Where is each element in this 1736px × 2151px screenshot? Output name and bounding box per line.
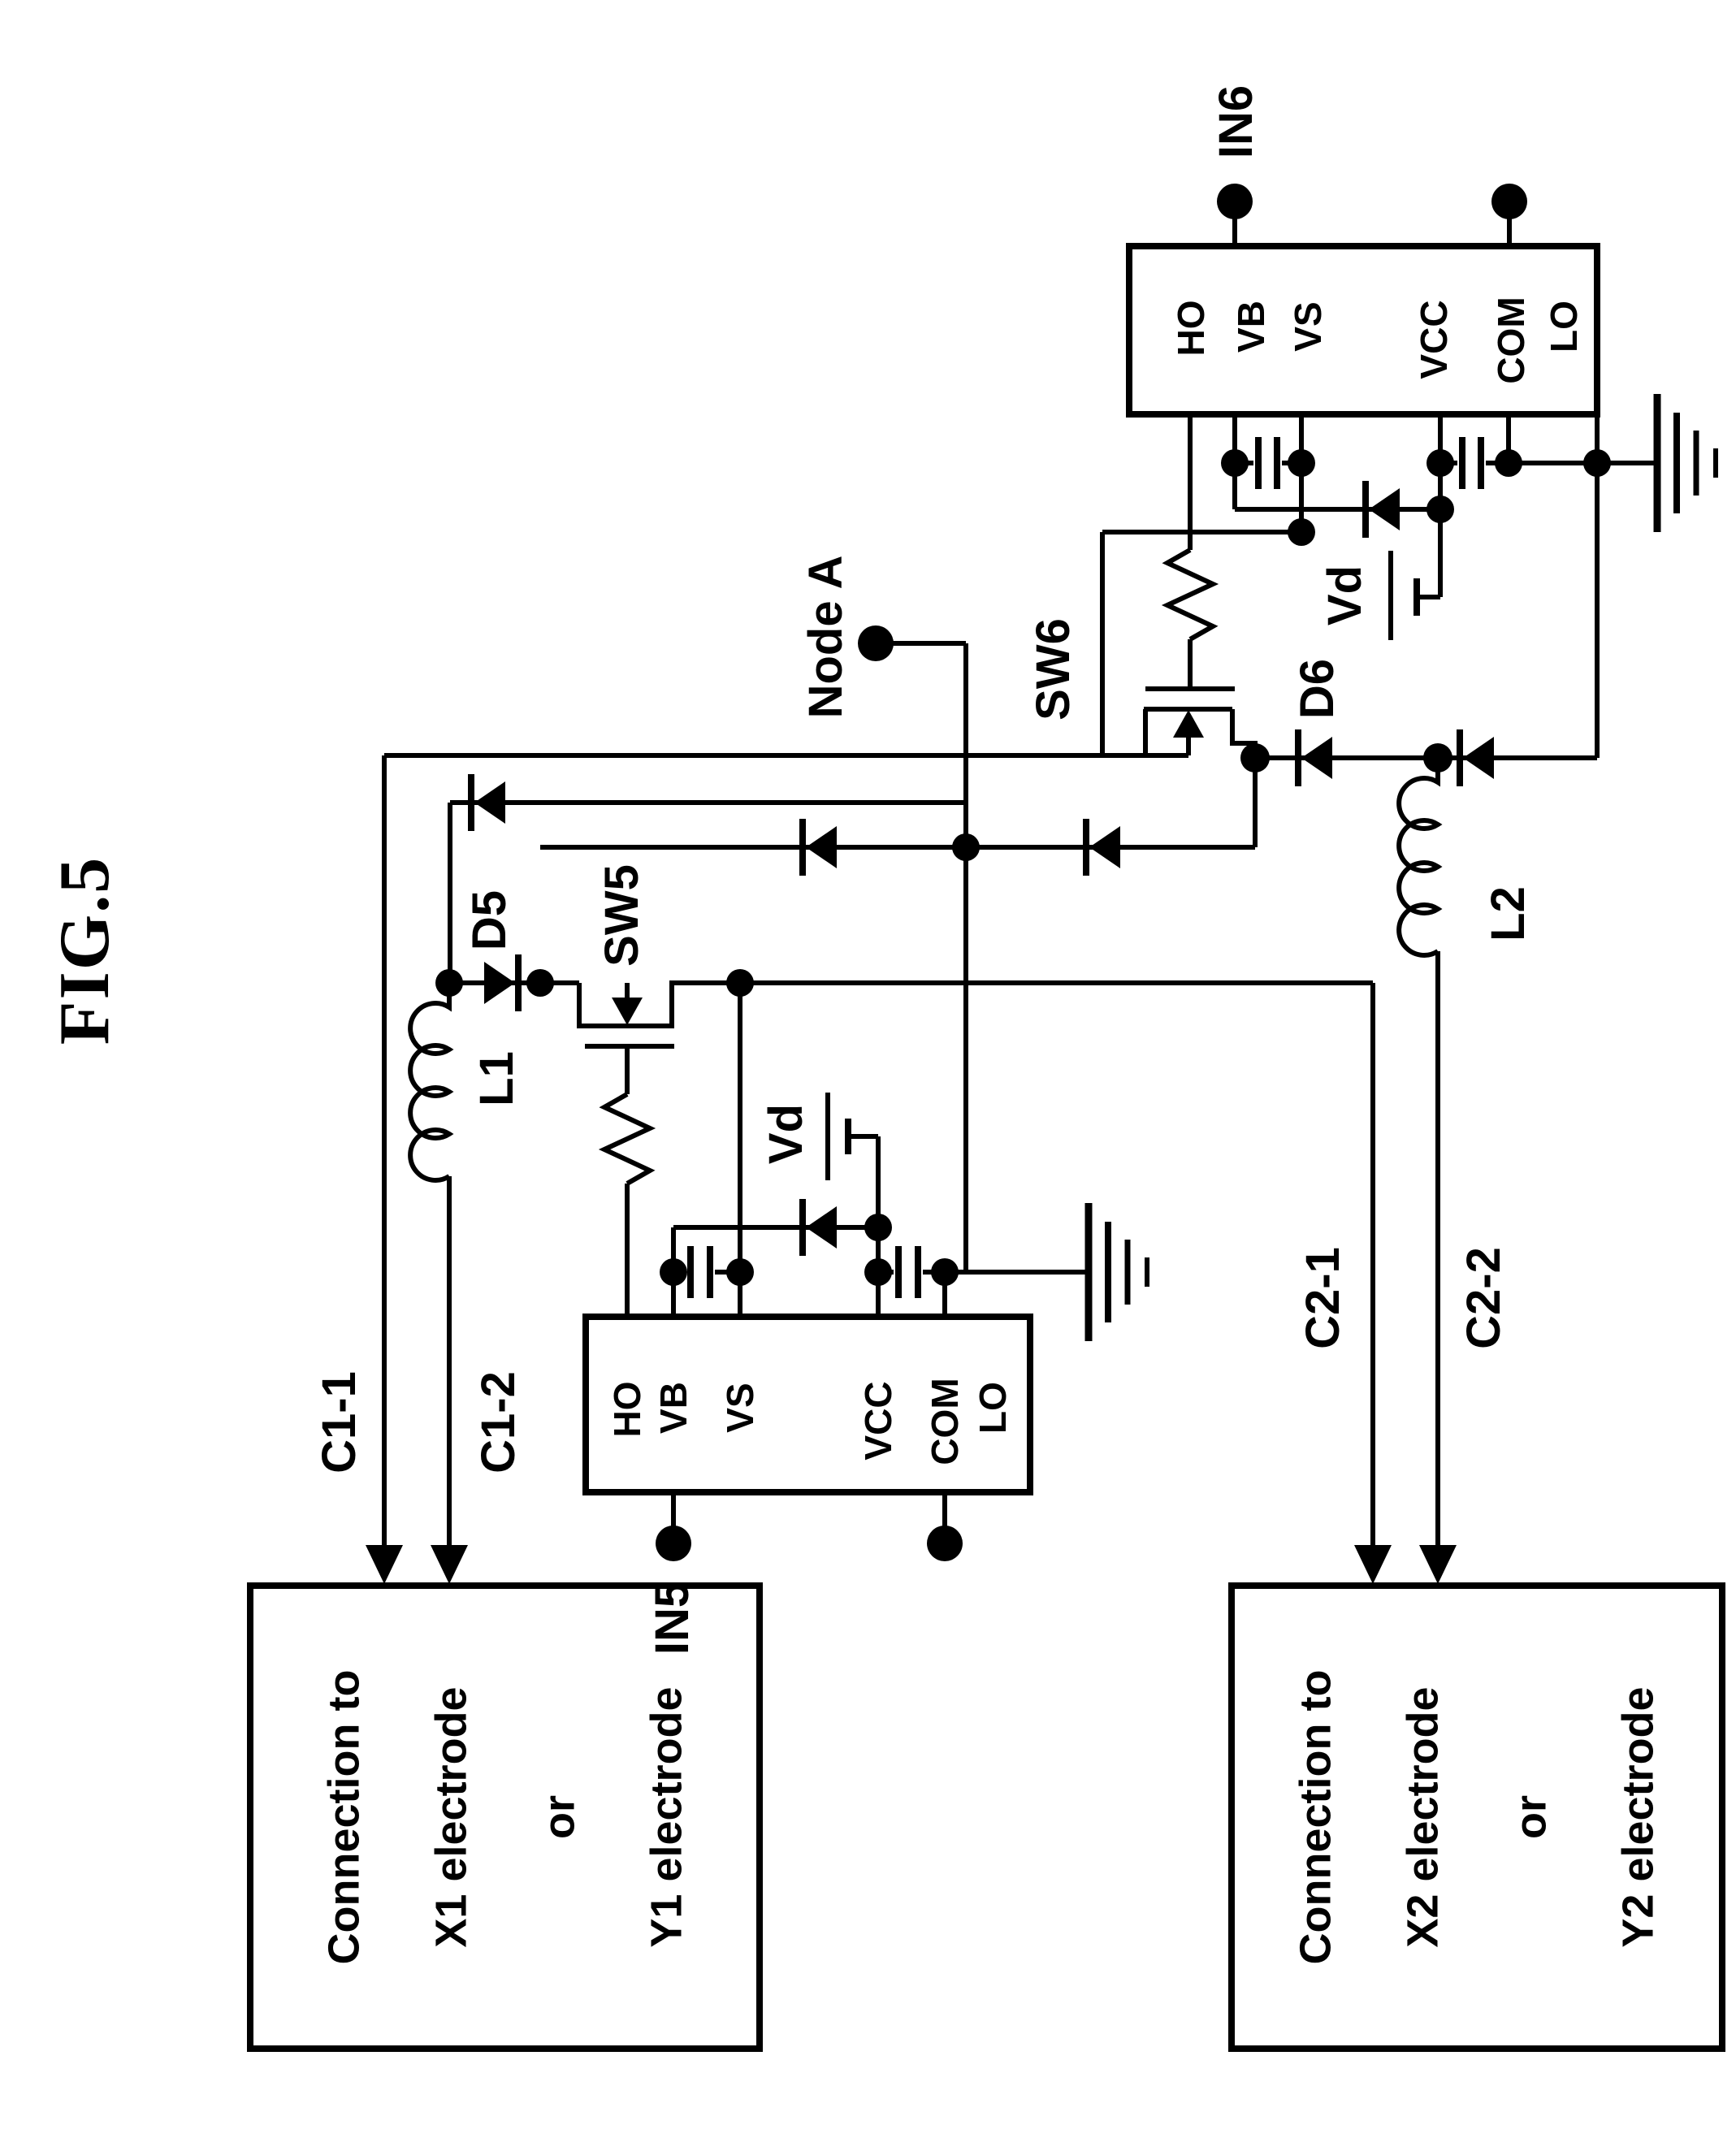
- ic5-pin-label-lo: LO: [972, 1382, 1014, 1434]
- ic5-box: [582, 1314, 1033, 1495]
- diode-d5: [484, 954, 522, 1011]
- electrode-box-left-line1: Connection to: [319, 1669, 369, 1965]
- ground-symbol-left: [1084, 1203, 1149, 1341]
- label-in5: IN5: [646, 1581, 699, 1655]
- electrode-box-right-line4: Y2 electrode: [1613, 1686, 1663, 1948]
- bootstrap-diode-left: [799, 1199, 837, 1256]
- terminal-dots: [656, 184, 1527, 1561]
- inductor-l1: [408, 983, 454, 1183]
- electrode-box-right-line2: X2 electrode: [1398, 1686, 1448, 1948]
- label-sw6: SW6: [1027, 618, 1080, 721]
- ic6-pin-label-lo: LO: [1543, 301, 1585, 353]
- electrode-box-left-line4: Y1 electrode: [642, 1686, 691, 1948]
- electrode-box-right-line3: or: [1506, 1795, 1555, 1840]
- ground-symbol-right: [1653, 394, 1718, 532]
- vd-battery-left: [825, 1093, 851, 1180]
- ic5-pin-label-ho: HO: [606, 1381, 648, 1438]
- diode-lower-left: [799, 819, 837, 876]
- vd-battery-right: [1388, 551, 1420, 640]
- ic6-pin-label-vb: VB: [1230, 301, 1272, 353]
- label-node-a: Node A: [799, 555, 852, 719]
- label-d6: D6: [1291, 658, 1344, 720]
- label-c2-1: C2-1: [1297, 1247, 1349, 1349]
- label-sw5: SW5: [595, 864, 648, 967]
- sw5-body-arrow: [612, 998, 643, 1025]
- ic5-pin-label-vcc: VCC: [857, 1381, 899, 1461]
- gate-resistor-sw6: [1161, 547, 1219, 642]
- electrode-arrows: [366, 1545, 1457, 1584]
- diode-lower-right: [1083, 819, 1120, 876]
- ic5-pin-label-vs: VS: [719, 1383, 761, 1433]
- electrode-box-right: [1228, 1582, 1725, 2052]
- electrode-box-left-line2: X1 electrode: [426, 1686, 476, 1948]
- electrode-box-left-line3: or: [535, 1795, 583, 1840]
- sw6-body-arrow: [1173, 710, 1204, 738]
- diode-right-of-l2: [1457, 729, 1494, 786]
- label-l1: L1: [470, 1051, 523, 1106]
- ic6-pin-label-com: COM: [1490, 296, 1532, 384]
- label-l2: L2: [1482, 886, 1535, 941]
- gate-resistor-sw5: [598, 1092, 656, 1186]
- label-c1-1: C1-1: [313, 1371, 366, 1474]
- ic6-box: [1126, 243, 1600, 418]
- label-vd-right: Vd: [1318, 565, 1371, 626]
- label-c1-2: C1-2: [472, 1371, 525, 1474]
- ic6-pin-label-vcc: VCC: [1413, 300, 1455, 379]
- electrode-box-left-text: Connection to X1 electrode or Y1 electro…: [290, 1670, 720, 1965]
- diode-d6: [1295, 729, 1332, 786]
- diode-top-left-pointing: [468, 774, 505, 831]
- ic5-pin-label-com: COM: [924, 1378, 966, 1465]
- electrode-box-right-text: Connection to X2 electrode or Y2 electro…: [1262, 1670, 1691, 1965]
- label-vd-left: Vd: [760, 1103, 812, 1165]
- inductor-l2: [1396, 758, 1443, 958]
- bootstrap-diode-right: [1362, 481, 1400, 538]
- ic6-pin-label-vs: VS: [1287, 301, 1329, 352]
- label-d5: D5: [463, 889, 516, 951]
- label-c2-2: C2-2: [1457, 1247, 1510, 1349]
- ic5-pin-label-vb: VB: [652, 1382, 695, 1434]
- junction-dots: [435, 449, 1611, 1286]
- label-in6: IN6: [1210, 84, 1262, 159]
- electrode-box-left: [247, 1582, 763, 2052]
- ic6-pin-label-ho: HO: [1170, 300, 1212, 357]
- electrode-box-right-line1: Connection to: [1291, 1669, 1340, 1965]
- figure-title: FIG.5: [45, 855, 124, 1045]
